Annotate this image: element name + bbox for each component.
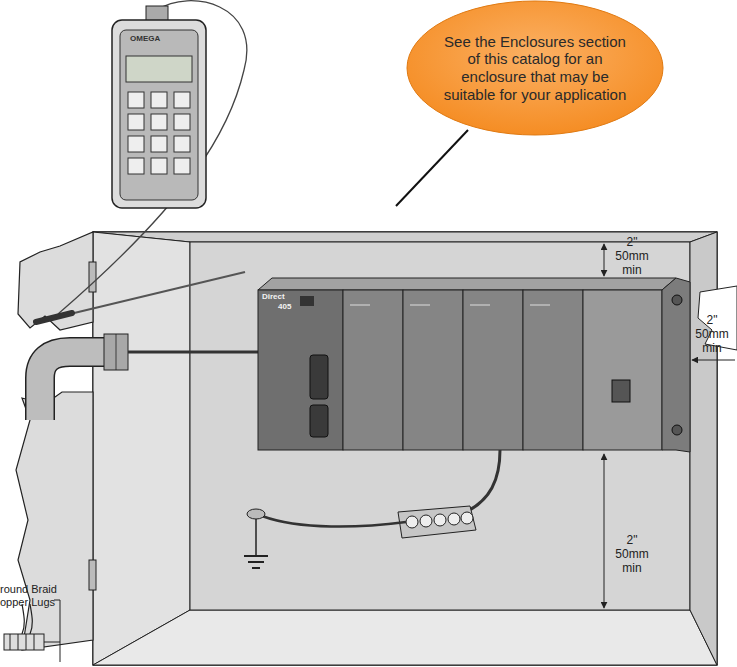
ground-symbol (244, 555, 268, 557)
probe-cable (58, 1, 247, 314)
meter-body (112, 20, 206, 208)
ground-bar (398, 506, 476, 538)
key (151, 114, 167, 130)
lug (22, 604, 24, 634)
key (174, 92, 190, 108)
key (151, 158, 167, 174)
meter-display (126, 56, 192, 82)
ground-braid-inset (4, 600, 60, 662)
ground-wire (466, 450, 500, 512)
terminal (406, 516, 418, 528)
rack-end (662, 278, 690, 452)
probe-handle (36, 313, 72, 322)
key (151, 136, 167, 152)
lug (30, 604, 32, 634)
dimension-line (604, 244, 605, 276)
conduit-elbow (40, 352, 110, 420)
dimension-text: 2" 50mm min (612, 534, 652, 575)
cable (128, 351, 258, 354)
inset-label: opper Lugs (0, 596, 80, 609)
key (128, 136, 144, 152)
mount-screw (672, 425, 682, 435)
enclosure-top-wall (93, 232, 717, 242)
terminal (448, 513, 460, 525)
fitting-edge (116, 334, 117, 370)
ground-lead (255, 519, 257, 556)
plc-rack (258, 278, 690, 452)
dimension-line (604, 454, 605, 608)
dimension-text: 2" 50mm min (612, 236, 652, 277)
key (151, 92, 167, 108)
enclosure-floor (93, 610, 717, 665)
io-module (403, 290, 463, 450)
callout-bubble: See the Enclosures section of this catal… (406, 0, 664, 136)
hinge (89, 560, 96, 590)
braid-bar (60, 600, 61, 662)
conduit-outline (40, 352, 110, 420)
terminal (461, 512, 473, 524)
ground-stud (247, 509, 265, 519)
d-sub-connector (310, 355, 328, 399)
module-marking (530, 305, 550, 306)
bubble-text-area: See the Enclosures section of this catal… (406, 0, 664, 136)
dimension-text: 2" 50mm min (692, 314, 732, 355)
terminal (420, 515, 432, 527)
comm-port (300, 296, 314, 306)
network-module (583, 290, 662, 450)
module-marking (470, 305, 490, 306)
key (174, 114, 190, 130)
meter-keypad (128, 92, 190, 174)
copper-lug (4, 634, 44, 650)
ground-wire (262, 516, 406, 527)
braid-strand (26, 634, 27, 650)
callout-text: See the Enclosures section of this catal… (440, 33, 630, 104)
conduit (40, 334, 258, 420)
d-sub-connector (310, 405, 328, 437)
ground-symbol (248, 561, 264, 563)
enclosure (93, 232, 737, 665)
cpu-module (258, 290, 343, 450)
network-port (612, 380, 630, 402)
dimensions (604, 244, 735, 608)
meter-face (120, 30, 198, 200)
door-lower (16, 392, 93, 650)
terminal (434, 514, 446, 526)
grounding (244, 450, 500, 568)
key (128, 114, 144, 130)
mount-screw (672, 295, 682, 305)
inset-label: round Braid (0, 583, 80, 596)
module-marking (410, 305, 430, 306)
rack-top (258, 278, 676, 290)
key (174, 136, 190, 152)
enclosure-frame (93, 232, 717, 665)
back-panel (190, 242, 690, 610)
dimension-line (692, 360, 735, 361)
ground-symbol (252, 567, 260, 569)
bubble-shape (407, 1, 663, 135)
io-module (343, 290, 403, 450)
handheld-meter (36, 1, 247, 322)
key (128, 158, 144, 174)
hinge (89, 262, 96, 292)
key (174, 158, 190, 174)
braid-strand (18, 634, 19, 650)
model-label: 405 (278, 302, 300, 311)
door-upper (18, 232, 93, 330)
braid-bar (44, 642, 60, 643)
io-module (523, 290, 583, 450)
probe-rod (70, 272, 245, 314)
key (128, 92, 144, 108)
model-label: Direct (262, 292, 296, 301)
conduit-fitting (104, 334, 128, 370)
braid-strand (34, 634, 35, 650)
io-module (463, 290, 523, 450)
brand-label: OMEGA (130, 34, 190, 43)
leader-line (396, 130, 468, 206)
module-marking (350, 305, 370, 306)
braid-strand (10, 634, 11, 650)
